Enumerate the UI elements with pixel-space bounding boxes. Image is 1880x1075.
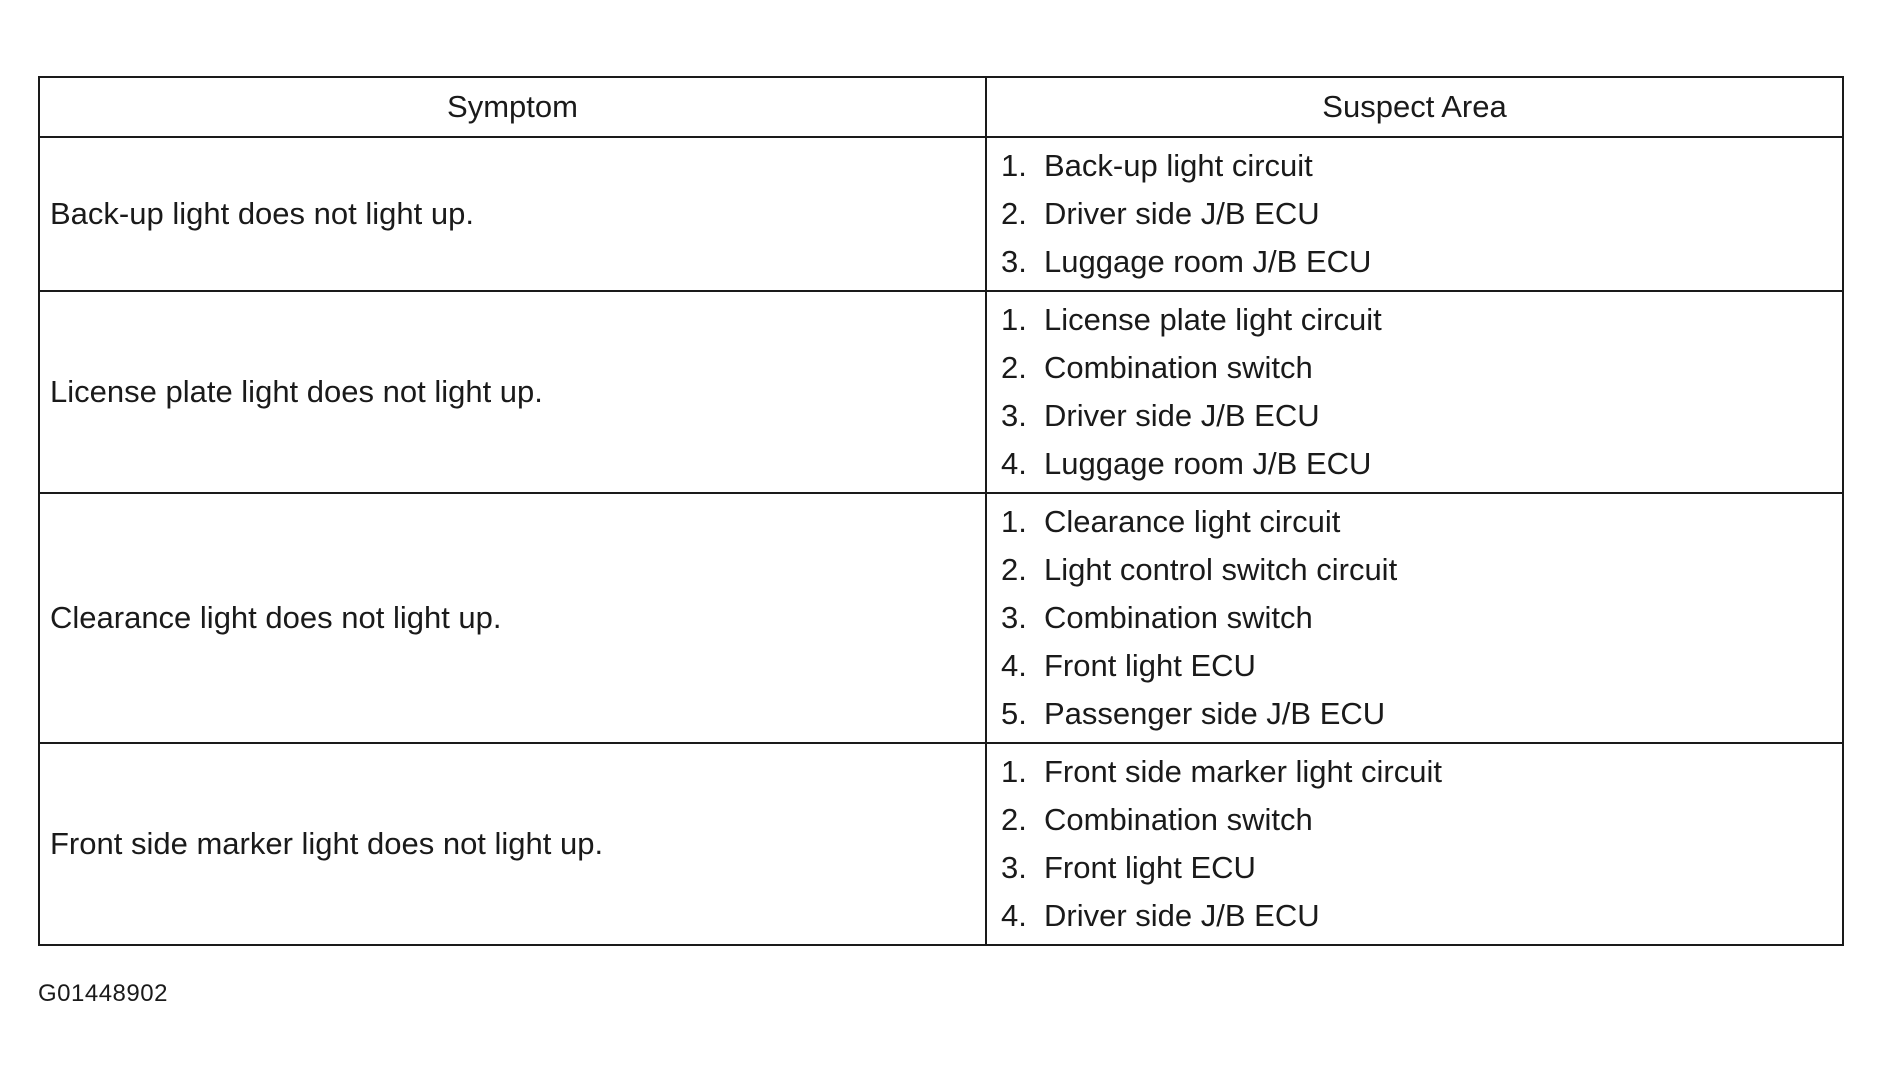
item-number: 4. xyxy=(1001,898,1027,933)
item-number: 2. xyxy=(1001,802,1027,837)
item-text: Combination switch xyxy=(1044,802,1313,837)
suspect-area-list: 1. Clearance light circuit 2. Light contro… xyxy=(1001,498,1842,738)
item-number: 3. xyxy=(1001,600,1027,635)
item-number: 1. xyxy=(1001,504,1027,539)
suspect-area-cell: 1. Clearance light circuit 2. Light contro… xyxy=(985,492,1844,744)
suspect-area-item: 4. Front light ECU xyxy=(1001,642,1842,690)
suspect-area-cell: 1. Back-up light circuit 2. Driver side J/… xyxy=(985,136,1844,292)
item-number: 4. xyxy=(1001,446,1027,481)
item-text: Front light ECU xyxy=(1044,850,1256,885)
suspect-area-item: 1. Front side marker light circuit xyxy=(1001,748,1842,796)
header-symptom: Symptom xyxy=(38,76,987,138)
item-text: Light control switch circuit xyxy=(1044,552,1398,587)
table-row: License plate light does not light up. 1… xyxy=(38,290,1844,494)
suspect-area-item: 4. Luggage room J/B ECU xyxy=(1001,440,1842,488)
table-row: Back-up light does not light up. 1. Back-… xyxy=(38,136,1844,292)
item-text: Back-up light circuit xyxy=(1044,148,1313,183)
item-number: 1. xyxy=(1001,302,1027,337)
suspect-area-item: 2. Driver side J/B ECU xyxy=(1001,190,1842,238)
suspect-area-item: 2. Combination switch xyxy=(1001,344,1842,392)
suspect-area-list: 1. Back-up light circuit 2. Driver side J/… xyxy=(1001,142,1842,286)
item-text: Luggage room J/B ECU xyxy=(1044,244,1372,279)
item-text: License plate light circuit xyxy=(1044,302,1382,337)
suspect-area-item: 5. Passenger side J/B ECU xyxy=(1001,690,1842,738)
symptom-table-container: Symptom Suspect Area Back-up light does … xyxy=(38,76,1844,946)
suspect-area-list: 1. License plate light circuit 2. Combinat… xyxy=(1001,296,1842,488)
item-number: 2. xyxy=(1001,350,1027,385)
suspect-area-cell: 1. License plate light circuit 2. Combinat… xyxy=(985,290,1844,494)
suspect-area-item: 1. Clearance light circuit xyxy=(1001,498,1842,546)
item-text: Front side marker light circuit xyxy=(1044,754,1442,789)
item-number: 4. xyxy=(1001,648,1027,683)
item-text: Clearance light circuit xyxy=(1044,504,1341,539)
item-number: 3. xyxy=(1001,398,1027,433)
item-text: Combination switch xyxy=(1044,350,1313,385)
suspect-area-cell: 1. Front side marker light circuit 2. Comb… xyxy=(985,742,1844,946)
suspect-area-item: 3. Front light ECU xyxy=(1001,844,1842,892)
header-suspect-area: Suspect Area xyxy=(985,76,1844,138)
item-number: 1. xyxy=(1001,754,1027,789)
suspect-area-item: 3. Combination switch xyxy=(1001,594,1842,642)
table-row: Front side marker light does not light u… xyxy=(38,742,1844,946)
symptom-cell: Front side marker light does not light u… xyxy=(38,742,987,946)
item-number: 5. xyxy=(1001,696,1027,731)
suspect-area-item: 3. Luggage room J/B ECU xyxy=(1001,238,1842,286)
suspect-area-list: 1. Front side marker light circuit 2. Comb… xyxy=(1001,748,1842,940)
item-text: Driver side J/B ECU xyxy=(1044,398,1320,433)
item-number: 3. xyxy=(1001,244,1027,279)
suspect-area-item: 2. Combination switch xyxy=(1001,796,1842,844)
item-text: Combination switch xyxy=(1044,600,1313,635)
suspect-area-item: 2. Light control switch circuit xyxy=(1001,546,1842,594)
item-number: 2. xyxy=(1001,552,1027,587)
symptom-cell: Clearance light does not light up. xyxy=(38,492,987,744)
item-text: Front light ECU xyxy=(1044,648,1256,683)
item-text: Driver side J/B ECU xyxy=(1044,196,1320,231)
figure-id: G01448902 xyxy=(38,980,168,1007)
suspect-area-item: 1. License plate light circuit xyxy=(1001,296,1842,344)
table-header-row: Symptom Suspect Area xyxy=(38,76,1844,138)
item-number: 1. xyxy=(1001,148,1027,183)
suspect-area-item: 4. Driver side J/B ECU xyxy=(1001,892,1842,940)
suspect-area-item: 1. Back-up light circuit xyxy=(1001,142,1842,190)
item-text: Passenger side J/B ECU xyxy=(1044,696,1386,731)
symptom-cell: License plate light does not light up. xyxy=(38,290,987,494)
item-number: 2. xyxy=(1001,196,1027,231)
item-text: Luggage room J/B ECU xyxy=(1044,446,1372,481)
symptom-table: Symptom Suspect Area Back-up light does … xyxy=(38,76,1844,946)
item-text: Driver side J/B ECU xyxy=(1044,898,1320,933)
item-number: 3. xyxy=(1001,850,1027,885)
symptom-cell: Back-up light does not light up. xyxy=(38,136,987,292)
table-row: Clearance light does not light up. 1. Cle… xyxy=(38,492,1844,744)
suspect-area-item: 3. Driver side J/B ECU xyxy=(1001,392,1842,440)
